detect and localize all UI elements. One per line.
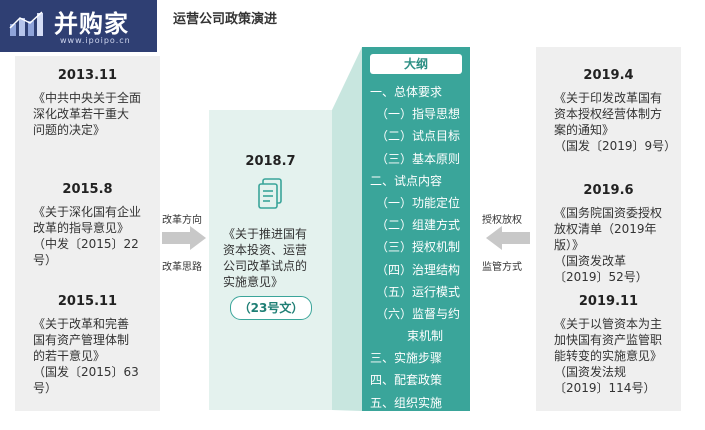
outline-list: 一、总体要求 （一）指导思想 （二）试点目标 （三）基本原则 二、试点内容 （一…	[370, 81, 468, 414]
left-label-bottom: 改革思路	[162, 262, 202, 273]
left-arrow-icon	[486, 226, 530, 250]
right-label-bottom: 监管方式	[482, 262, 522, 273]
policy-entry: 2013.11 《中共中央关于全面 深化改革若干重大 问题的决定》	[15, 68, 160, 138]
document-icon	[258, 178, 282, 209]
policy-text: 《关于以管资本为主 加快国有资产监管职 能转变的实施意见》 （国资发法规 〔20…	[554, 317, 663, 395]
right-policy-card: 2019.4 《关于印发改革国有 资本授权经营体制方 案的通知》 （国发〔201…	[536, 47, 681, 411]
left-policy-card: 2013.11 《中共中央关于全面 深化改革若干重大 问题的决定》 2015.8…	[15, 56, 160, 411]
outline-item: 三、实施步骤	[370, 351, 443, 366]
page-title: 运营公司政策演进	[173, 12, 278, 27]
outline-item: 束机制	[407, 329, 444, 344]
center-year: 2018.7	[245, 154, 296, 169]
logo: 并购家 www.ipoipo.cn	[0, 0, 157, 52]
outline-item: 二、试点内容	[370, 173, 443, 188]
outline-item: （二）试点目标	[376, 129, 461, 144]
policy-text: 《关于印发改革国有 资本授权经营体制方 案的通知》 （国发〔2019〕9号）	[554, 91, 677, 153]
outline-header: 大纲	[370, 54, 462, 74]
policy-entry: 2019.4 《关于印发改革国有 资本授权经营体制方 案的通知》 （国发〔201…	[536, 68, 681, 154]
outline-item: （三）基本原则	[376, 151, 461, 166]
logo-url: www.ipoipo.cn	[60, 36, 131, 45]
right-label-top: 授权放权	[482, 215, 522, 226]
outline-item: （三）授权机制	[376, 240, 461, 255]
outline-panel: 大纲 一、总体要求 （一）指导思想 （二）试点目标 （三）基本原则 二、试点内容…	[362, 47, 470, 411]
outline-item: （一）指导思想	[376, 107, 461, 122]
policy-text: 《关于深化国有企业 改革的指导意见》 （中发〔2015〕22号）	[33, 205, 142, 267]
outline-item: 一、总体要求	[370, 85, 443, 99]
policy-entry: 2019.11 《关于以管资本为主 加快国有资产监管职 能转变的实施意见》 （国…	[536, 294, 681, 396]
outline-item: （四）治理结构	[376, 262, 461, 277]
right-arrow-icon	[162, 226, 206, 250]
outline-item: （六）监督与约	[376, 306, 461, 321]
outline-item: （一）功能定位	[376, 195, 461, 210]
logo-name: 并购家	[54, 10, 129, 38]
outline-item: （二）组建方式	[376, 218, 461, 233]
outline-item: （五）运行模式	[376, 284, 461, 299]
policy-entry: 2015.11 《关于改革和完善 国有资产管理体制 的若干意见》 （国发〔201…	[15, 294, 160, 396]
policy-year: 2015.11	[57, 294, 118, 309]
left-label-top: 改革方向	[162, 215, 202, 226]
policy-text: 《国务院国资委授权 放权清单（2019年版）》 （国资发改革 〔2019〕52号…	[554, 206, 663, 284]
policy-text: 《中共中央关于全面 深化改革若干重大 问题的决定》	[33, 91, 142, 137]
policy-text: 《关于改革和完善 国有资产管理体制 的若干意见》 （国发〔2015〕63号）	[33, 317, 139, 395]
outline-item: 四、配套政策	[370, 373, 443, 388]
policy-year: 2019.6	[583, 183, 634, 198]
policy-year: 2015.8	[62, 182, 113, 197]
policy-entry: 2015.8 《关于深化国有企业 改革的指导意见》 （中发〔2015〕22号）	[15, 182, 160, 268]
outline-item: 五、组织实施	[370, 395, 443, 410]
center-policy-card: 2018.7 《关于推进国有 资本投资、运营 公司改革试点的 实施意见》 （23…	[209, 110, 332, 410]
policy-year: 2019.11	[578, 294, 639, 309]
bar-chart-icon	[9, 11, 43, 36]
policy-entry: 2019.6 《国务院国资委授权 放权清单（2019年版）》 （国资发改革 〔2…	[536, 183, 681, 285]
policy-year: 2013.11	[57, 68, 118, 83]
center-badge: （23号文）	[230, 296, 312, 320]
center-text: 《关于推进国有 资本投资、运营 公司改革试点的 实施意见》	[223, 227, 308, 289]
policy-year: 2019.4	[583, 68, 634, 83]
